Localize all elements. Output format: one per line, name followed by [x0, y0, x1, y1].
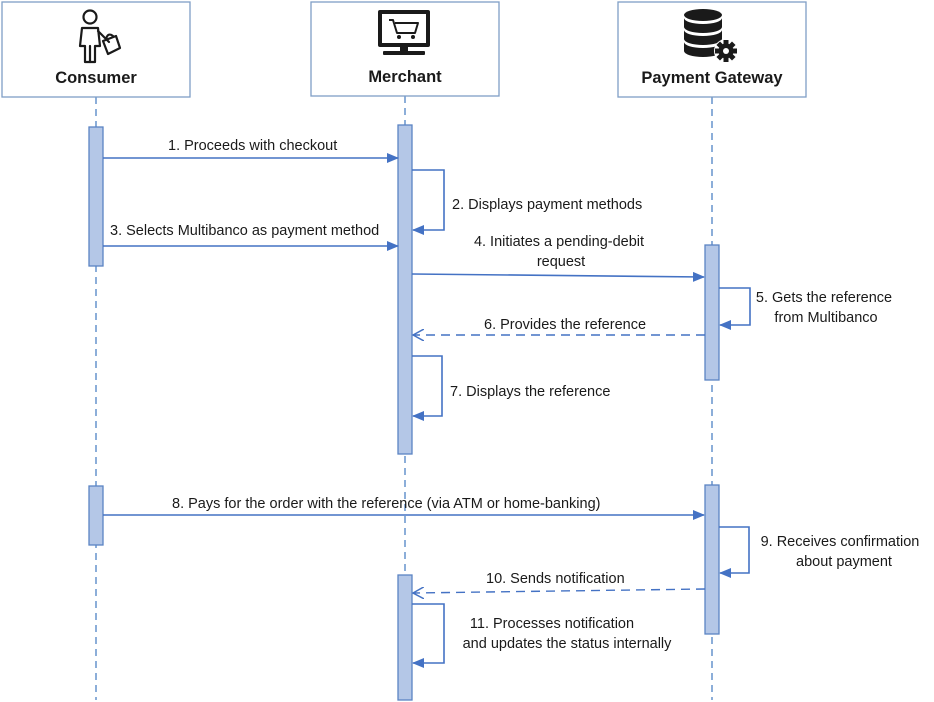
message-3-label: 3. Selects Multibanco as payment method	[110, 223, 379, 239]
actor-gateway: Payment Gateway	[617, 1, 807, 98]
message-4-line-2: request	[537, 254, 585, 270]
computer-cart-icon	[378, 10, 430, 55]
message-1-label: 1. Proceeds with checkout	[168, 138, 337, 154]
activation-merchant-2	[397, 574, 413, 701]
message-5-arrow	[719, 287, 751, 330]
message-7-label: 7. Displays the reference	[450, 384, 610, 400]
message-9-label: 9. Receives confirmation about payment	[761, 534, 924, 570]
activation-gateway-2	[704, 484, 720, 635]
actor-merchant: Merchant	[310, 1, 500, 97]
activation-consumer-2	[88, 485, 104, 546]
message-2-label: 2. Displays payment methods	[452, 197, 642, 213]
message-2-arrow	[412, 169, 445, 235]
message-4-arrow	[411, 271, 705, 282]
message-5-line-2: from Multibanco	[774, 310, 877, 326]
message-8-label: 8. Pays for the order with the reference…	[172, 496, 600, 512]
message-4-label: 4. Initiates a pending-debit request	[474, 234, 648, 270]
message-9-arrow	[719, 526, 750, 578]
actor-consumer: Consumer	[1, 1, 191, 98]
actor-consumer-label: Consumer	[55, 69, 137, 87]
message-11-label: 11. Processes notification and updates t…	[463, 616, 673, 652]
message-6-label: 6. Provides the reference	[484, 317, 646, 333]
message-7-arrow	[412, 355, 443, 421]
message-5-label: 5. Gets the reference from Multibanco	[756, 290, 896, 326]
message-11-arrow	[412, 603, 445, 668]
message-10-arrow	[413, 589, 706, 593]
message-5-line-1: 5. Gets the reference	[756, 290, 892, 306]
activation-consumer-1	[88, 126, 104, 267]
message-9-line-1: 9. Receives confirmation	[761, 534, 920, 550]
message-9-line-2: about payment	[796, 554, 892, 570]
person-shopping-icon	[78, 9, 122, 64]
activation-merchant-1	[397, 124, 413, 455]
message-4-line-1: 4. Initiates a pending-debit	[474, 234, 644, 250]
message-11-line-2: and updates the status internally	[463, 636, 673, 652]
activation-gateway-1	[704, 244, 720, 381]
message-10-label: 10. Sends notification	[486, 571, 625, 587]
actor-gateway-label: Payment Gateway	[641, 69, 783, 87]
database-gear-icon	[684, 9, 738, 63]
message-11-line-1: 11. Processes notification	[470, 616, 634, 632]
actor-merchant-label: Merchant	[368, 68, 442, 86]
